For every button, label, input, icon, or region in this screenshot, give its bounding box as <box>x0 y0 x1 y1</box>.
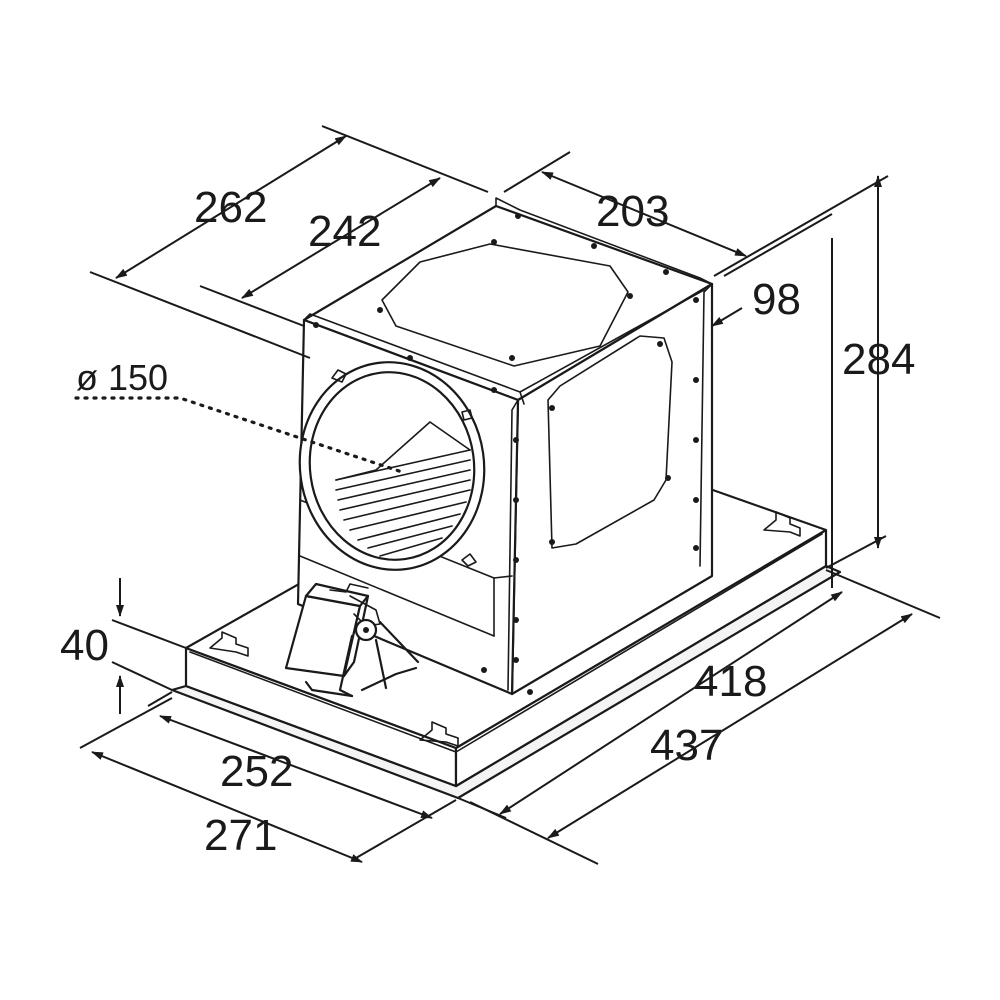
fan-grille <box>335 421 471 557</box>
dim-98: 98 <box>752 275 801 324</box>
fan-box <box>296 197 714 696</box>
diameter-leader <box>74 396 404 474</box>
intake-ring-inner <box>308 371 476 561</box>
dim-271: 271 <box>204 811 277 860</box>
dim-242: 242 <box>308 207 381 256</box>
dim-437: 437 <box>650 721 723 770</box>
dim-284: 284 <box>842 335 915 384</box>
dim-203: 203 <box>596 187 669 236</box>
dim-252: 252 <box>220 747 293 796</box>
dimension-lines <box>79 125 941 865</box>
dim-phi-150: ø 150 <box>76 357 168 398</box>
dim-262: 262 <box>194 183 267 232</box>
dim-418: 418 <box>694 657 767 706</box>
front-bracket <box>284 582 420 698</box>
dimension-labels: 262 242 203 98 284 ø 150 40 418 437 252 … <box>60 183 915 860</box>
dim-40: 40 <box>60 621 109 670</box>
